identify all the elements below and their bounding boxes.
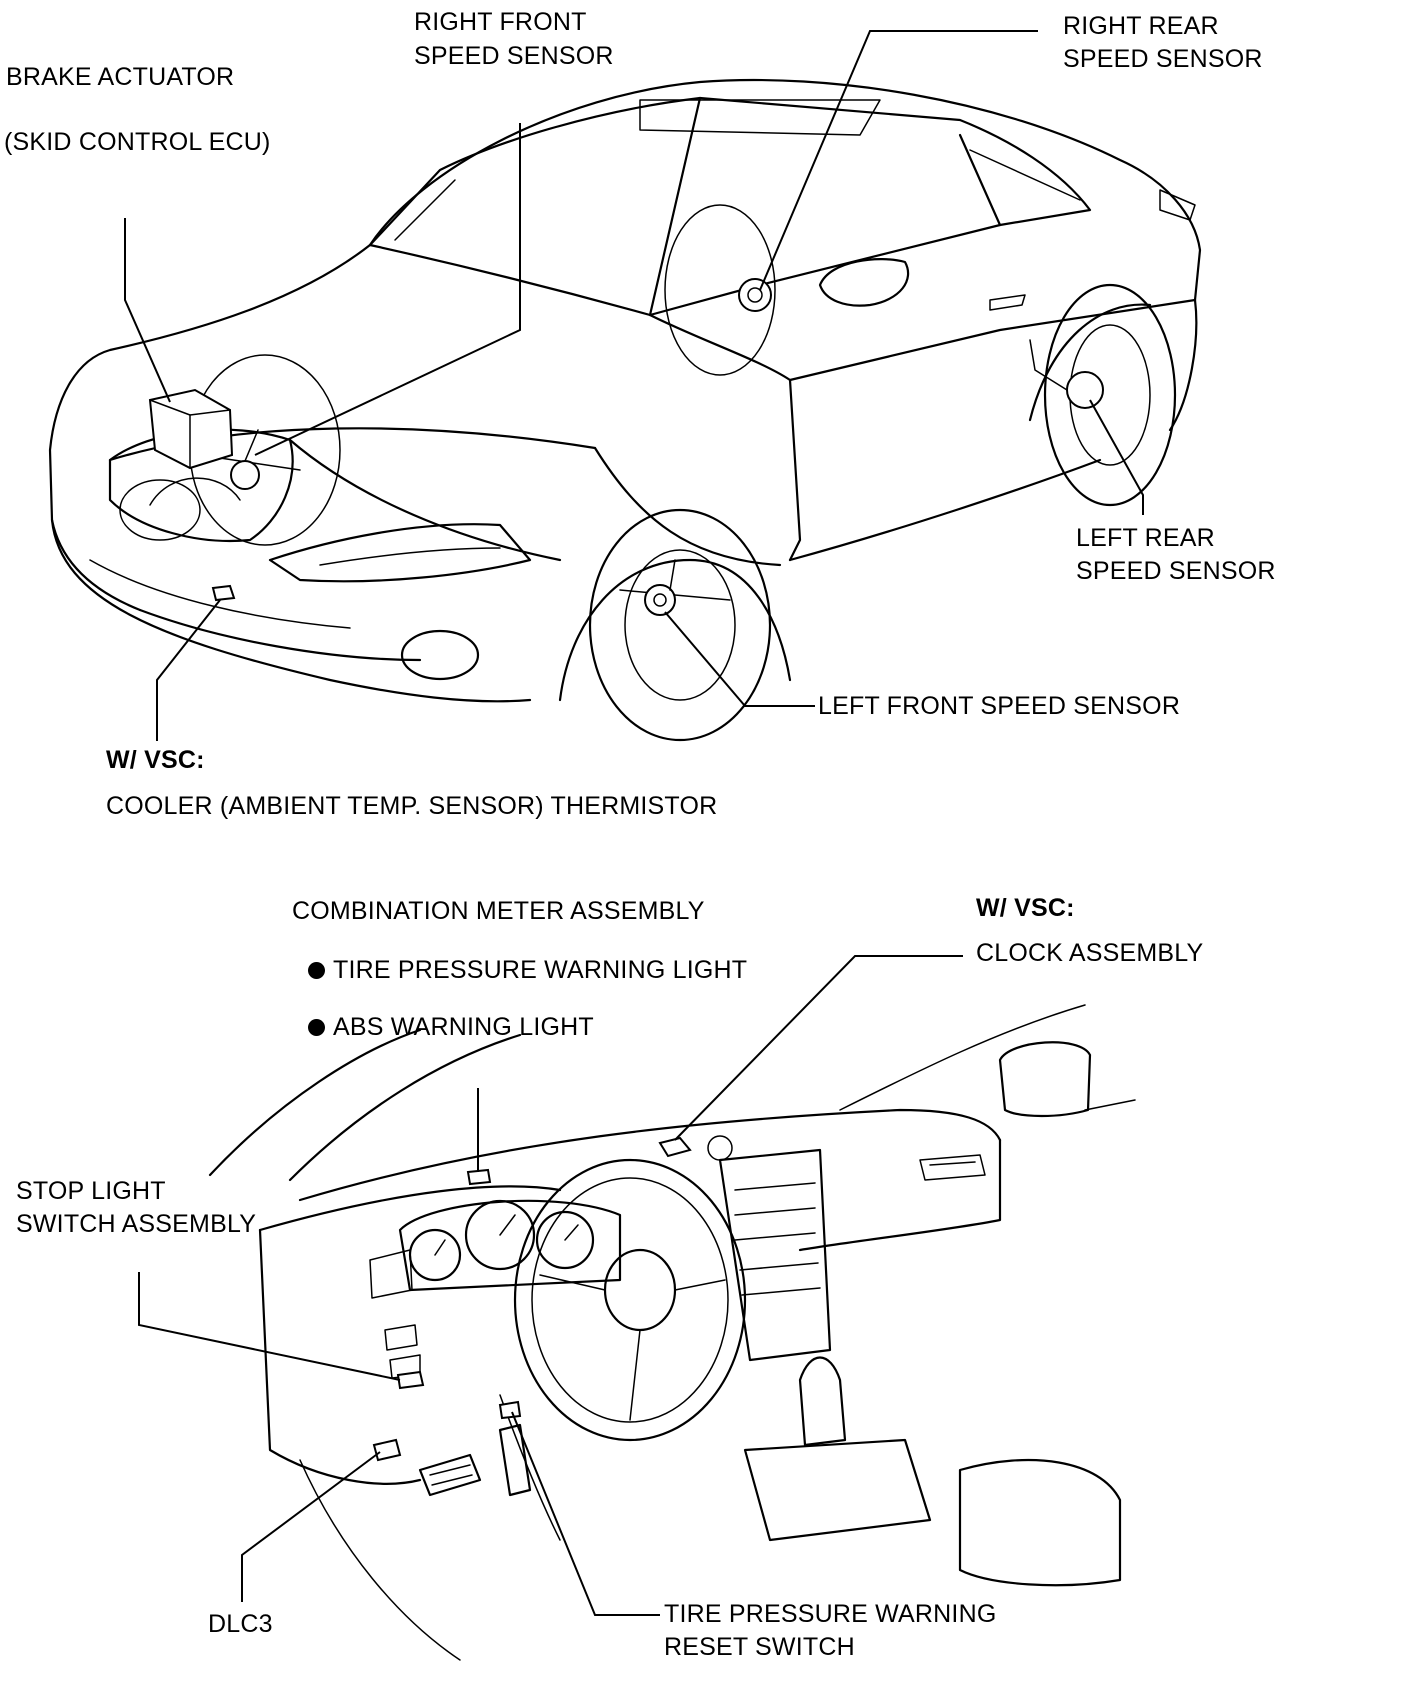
abs-warning-light-item: ABS WARNING LIGHT: [308, 1011, 594, 1043]
stop-light-switch-part: [396, 1370, 425, 1390]
right-front-speed-sensor-part: [230, 429, 260, 490]
dashboard-interior-illustration: [208, 1004, 1136, 1661]
left-front-speed-sensor-part: [644, 559, 676, 616]
left-rear-speed-sensor-label-line2: SPEED SENSOR: [1076, 557, 1276, 585]
brake-actuator-label: BRAKE ACTUATOR: [6, 63, 235, 91]
dlc3-label: DLC3: [208, 1610, 273, 1638]
left-rear-speed-sensor-label-line1: LEFT REAR: [1076, 524, 1215, 552]
right-rear-leader: [759, 30, 1038, 291]
left-rear-speed-sensor-part: [1029, 339, 1104, 409]
right-front-speed-sensor-label-line1: RIGHT FRONT: [414, 8, 587, 36]
bullet-icon: [308, 962, 325, 979]
right-front-leader: [254, 123, 521, 456]
w-vsc-label-top: W/ VSC:: [106, 746, 205, 774]
cooler-thermistor-label: COOLER (AMBIENT TEMP. SENSOR) THERMISTOR: [106, 792, 718, 820]
cooler-thermistor-leader: [156, 599, 221, 741]
tire-pressure-reset-switch-label-line2: RESET SWITCH: [664, 1633, 855, 1661]
right-front-speed-sensor-label-line2: SPEED SENSOR: [414, 42, 614, 70]
abs-warning-light-label: ABS WARNING LIGHT: [333, 1013, 594, 1041]
combination-meter-label: COMBINATION METER ASSEMBLY: [292, 897, 705, 925]
clock-assembly-label: CLOCK ASSEMBLY: [976, 939, 1204, 967]
stop-light-switch-label-line1: STOP LIGHT: [16, 1177, 166, 1205]
brake-actuator-part: [148, 388, 234, 470]
cooler-thermistor-part: [211, 584, 236, 602]
bullet-icon: [308, 1019, 325, 1036]
right-rear-speed-sensor-label-line1: RIGHT REAR: [1063, 12, 1219, 40]
right-rear-speed-sensor-part: [738, 278, 772, 312]
tire-pressure-warning-light-item: TIRE PRESSURE WARNING LIGHT: [308, 954, 747, 986]
tire-pressure-warning-light-label: TIRE PRESSURE WARNING LIGHT: [333, 956, 748, 984]
stop-light-leader: [138, 1272, 401, 1381]
dlc3-part: [372, 1438, 402, 1462]
tire-pressure-reset-switch-label-line1: TIRE PRESSURE WARNING: [664, 1600, 997, 1628]
right-rear-speed-sensor-label-line2: SPEED SENSOR: [1063, 45, 1263, 73]
brake-actuator-leader: [124, 218, 171, 403]
skid-control-ecu-label: (SKID CONTROL ECU): [4, 128, 271, 156]
tp-reset-switch-part: [498, 1400, 522, 1420]
left-rear-leader: [1089, 399, 1144, 515]
w-vsc-label-bottom: W/ VSC:: [976, 894, 1075, 922]
left-front-speed-sensor-label: LEFT FRONT SPEED SENSOR: [818, 692, 1181, 720]
tp-reset-leader: [511, 1411, 660, 1616]
left-front-leader: [664, 611, 815, 707]
clock-assembly-leader: [674, 955, 963, 1141]
dlc3-leader: [241, 1451, 381, 1602]
stop-light-switch-label-line2: SWITCH ASSEMBLY: [16, 1210, 257, 1238]
